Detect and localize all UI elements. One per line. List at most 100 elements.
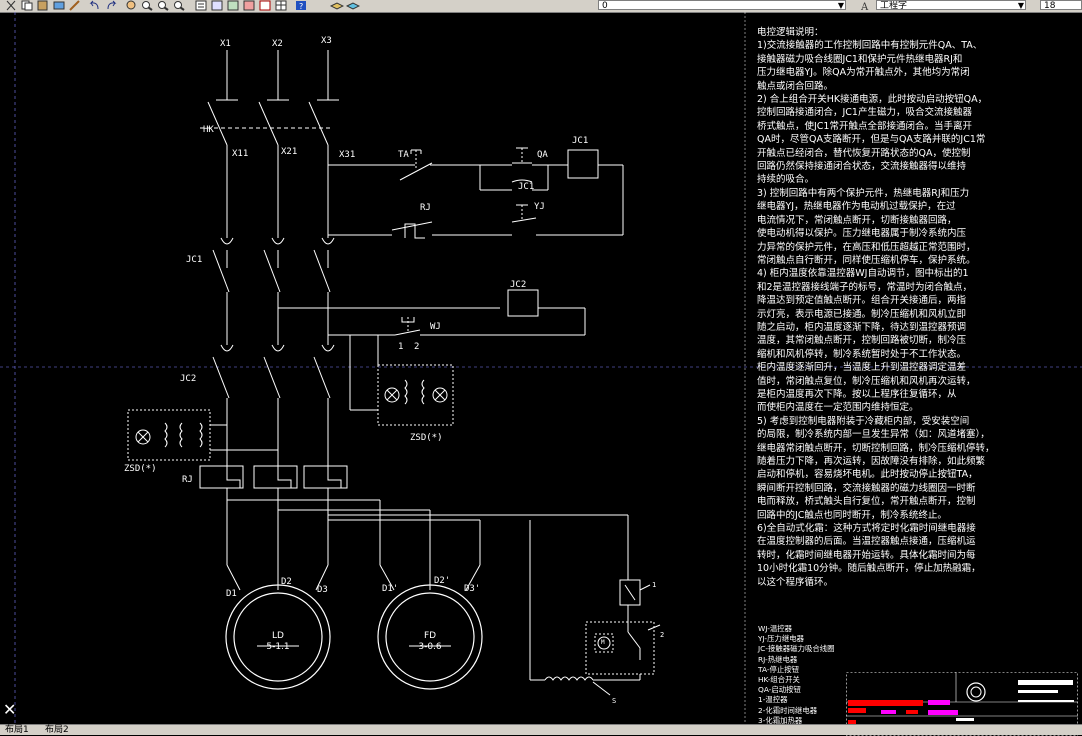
legend-item: QA-启动按钮 (758, 685, 801, 695)
note-line: 是柜内温度再次下降。按以上程序往复循环，从 (757, 388, 957, 400)
label-timer-1: 1 (652, 581, 657, 589)
motor-ld-label: LD 5-1.1 (248, 631, 308, 653)
label-d2: D2 (281, 577, 292, 587)
label-wj: WJ (430, 322, 441, 332)
text-style-dropdown[interactable]: 工程字▼ (876, 0, 1026, 10)
legend-item: YJ-压力继电器 (758, 634, 805, 644)
drawing-canvas[interactable]: X1 X2 X3 HK X11 X21 X31 TA QA JC1 JC1 RJ… (0, 12, 1082, 736)
power-lines (199, 50, 629, 591)
note-line: 电而释放，桥式触头自行复位，常开触点断开，控制 (757, 496, 976, 508)
note-line: 示灯亮，表示电源已接通。制冷压缩机和风机立即 (757, 308, 967, 320)
text-size-dropdown[interactable]: 18 (1040, 0, 1082, 10)
text-style-icon[interactable]: A (858, 0, 872, 11)
label-d2p: D2' (434, 576, 451, 586)
control-circuit-jc2 (278, 289, 586, 426)
note-line: 触点或闭合回路。 (757, 80, 834, 92)
svg-text:?: ? (299, 2, 303, 11)
note-line: 控制回路接通闭合，JC1产生磁力，吸合交流接触器 (757, 107, 972, 119)
note-line: QA时，尽管QA支路断开，但是与QA支路并联的JC1常 (757, 134, 986, 146)
standard-toolbar: ? 0▼ A 工程字▼ 18 (0, 0, 1082, 13)
control-logic-notes: 电控逻辑说明：1)交流接触器的工作控制回路中有控制元件QA、TA、接触器磁力吸合… (757, 26, 1077, 589)
tab-layout2[interactable]: 布局2 (45, 725, 69, 735)
note-line: 而使柜内温度在一定范围内维持恒定。 (757, 402, 919, 414)
note-line: 值时，常闭触点复位，制冷压缩机和风机再次运转， (757, 375, 976, 387)
note-line: 电流情况下，常闭触点断开，切断接触器回路， (757, 214, 957, 226)
label-d1: D1 (226, 589, 237, 599)
note-line: 柜内温度逐渐回升，当温度上升到温控器调定温差 (757, 362, 967, 374)
label-d1p: D1' (382, 584, 399, 594)
chevron-down-icon: ▼ (837, 1, 844, 10)
pan-icon[interactable] (124, 0, 138, 11)
zoom-previous-icon[interactable] (172, 0, 186, 11)
calc-icon[interactable] (274, 0, 288, 11)
note-line: 回路中的JC触点也同时断开，制冷系统终止。 (757, 509, 947, 521)
chevron-down-icon: ▼ (1017, 1, 1024, 10)
label-rj-contact: RJ (420, 203, 431, 213)
layer-value: 0 (602, 1, 608, 10)
undo-icon[interactable] (88, 0, 102, 11)
design-center-icon[interactable] (210, 0, 224, 11)
legend-item: WJ-温控器 (758, 624, 793, 633)
motor-ld-name: LD (272, 631, 284, 641)
motor-ld-inner (233, 592, 323, 682)
layer-state-icon[interactable] (346, 0, 360, 11)
match-icon[interactable] (52, 0, 66, 11)
legend-item: RJ-热继电器 (758, 654, 798, 664)
note-line: 继电器常闭触点断开，切断控制回路，制冷压缩机停转， (757, 442, 995, 454)
svg-text:A: A (860, 2, 869, 11)
note-line: 以这个程序循环。 (757, 576, 834, 588)
note-line: 6)全自动式化霜：这种方式将定时化霜时间继电器接 (757, 523, 976, 535)
label-jc1-contact: JC1 (518, 182, 535, 192)
note-line: 降温达到预定值触点断开。组合开关接通后，两指 (757, 295, 967, 307)
label-d3: D3 (317, 585, 328, 595)
layer-manager-icon[interactable] (330, 0, 344, 11)
markup-icon[interactable] (258, 0, 272, 11)
note-line: 常闭触点自行断开，同样使压缩机停车，保护系统。 (757, 254, 976, 266)
motor-fd-inner (385, 592, 475, 682)
sheet-set-icon[interactable] (242, 0, 256, 11)
label-timer-2: 2 (660, 631, 665, 639)
tab-layout1[interactable]: 布局1 (5, 725, 29, 735)
tool-palette-icon[interactable] (226, 0, 240, 11)
note-line: 随着压力下降，再次运转，因故障没有排除，如此频繁 (757, 456, 986, 467)
note-line: 温度，其常闭触点断开，控制回路被切断，制冷压 (757, 335, 967, 347)
label-qa: QA (537, 150, 548, 160)
note-line: 2) 合上组合开关HK接通电源，此时按动启动按钮QA， (757, 94, 988, 106)
legend-item: 2-化霜时间继电器 (758, 705, 818, 715)
layer-dropdown[interactable]: 0▼ (598, 0, 846, 10)
motor-fd-outer (377, 584, 483, 690)
note-line: 启动和停机，容易烧坏电机。此时按动停止按钮TA， (757, 469, 978, 481)
note-line: 使电动机得以保护。压力继电器属于制冷系统内压 (757, 228, 967, 240)
note-line: 1)交流接触器的工作控制回路中有控制元件QA、TA、 (757, 40, 983, 52)
label-jc1-main: JC1 (186, 255, 203, 265)
motor-fd-rating: 3-0.6 (418, 642, 442, 652)
text-size-value: 18 (1044, 1, 1056, 10)
note-line: 压力继电器YJ。除QA为常开触点外，其他均为常闭 (757, 67, 970, 79)
zoom-realtime-icon[interactable] (140, 0, 154, 11)
label-timer-m: M (601, 639, 605, 646)
label-x1: X1 (220, 39, 231, 49)
label-x2: X2 (272, 39, 283, 49)
layout-tabbar: 布局1 布局2 (0, 724, 1082, 735)
label-timer-s: S (612, 697, 617, 705)
note-line: 力异常的保护元件，在高压和低压超越正常范围时， (757, 241, 976, 253)
indicator-left (127, 409, 278, 461)
cut-icon[interactable] (4, 0, 18, 11)
brush-icon[interactable] (68, 0, 82, 11)
paste-icon[interactable] (36, 0, 50, 11)
copy-icon[interactable] (20, 0, 34, 11)
motor-ld-rating: 5-1.1 (266, 642, 290, 652)
redo-icon[interactable] (104, 0, 118, 11)
label-jc1-coil: JC1 (572, 136, 589, 146)
label-jc2-coil: JC2 (510, 280, 527, 290)
label-zsd-right: ZSD(*) (410, 433, 443, 443)
label-ta: TA (398, 150, 409, 160)
motor-fd-label: FD 3-0.6 (400, 631, 460, 653)
label-x11: X11 (232, 149, 249, 159)
defrost-timer (529, 520, 661, 696)
help-icon[interactable]: ? (294, 0, 308, 11)
zoom-window-icon[interactable] (156, 0, 170, 11)
properties-icon[interactable] (194, 0, 208, 11)
label-hk: HK (203, 125, 214, 135)
